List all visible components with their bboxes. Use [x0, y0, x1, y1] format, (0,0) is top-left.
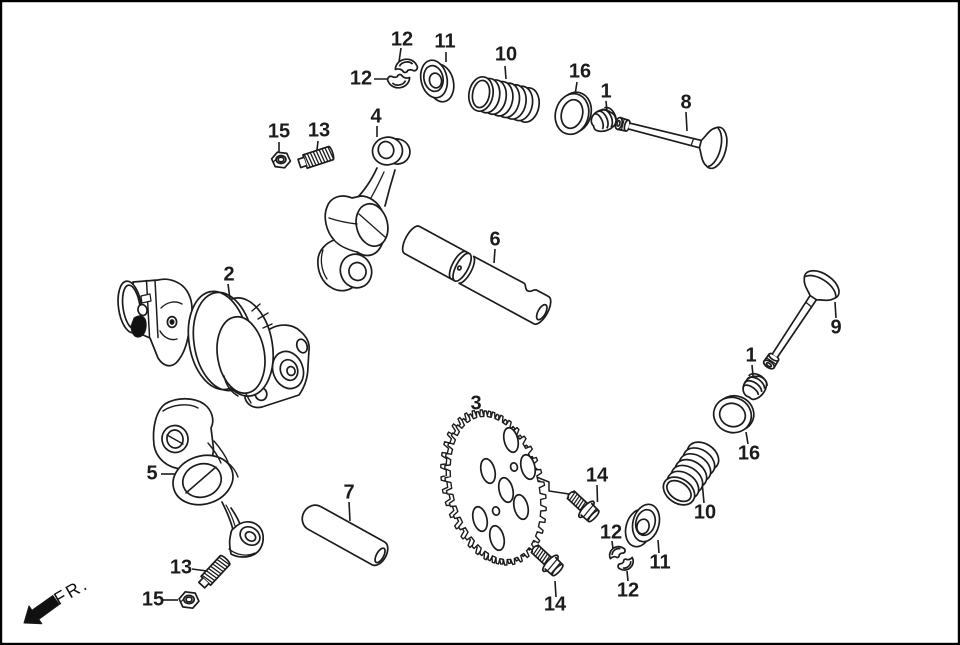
- svg-text:5: 5: [146, 462, 157, 484]
- svg-text:10: 10: [495, 43, 517, 65]
- svg-text:1: 1: [600, 80, 611, 102]
- svg-text:13: 13: [308, 119, 330, 141]
- svg-text:14: 14: [544, 593, 567, 615]
- svg-text:12: 12: [350, 67, 372, 89]
- svg-text:16: 16: [569, 60, 591, 82]
- svg-text:11: 11: [434, 30, 455, 52]
- svg-text:12: 12: [617, 579, 639, 601]
- svg-text:3: 3: [470, 392, 481, 414]
- svg-text:1: 1: [745, 344, 756, 366]
- svg-text:12: 12: [391, 28, 413, 50]
- svg-text:11: 11: [649, 551, 670, 573]
- svg-text:10: 10: [694, 501, 716, 523]
- svg-text:16: 16: [738, 442, 760, 464]
- svg-text:7: 7: [343, 481, 354, 503]
- svg-text:13: 13: [170, 556, 192, 578]
- svg-text:15: 15: [268, 120, 290, 142]
- svg-text:9: 9: [830, 316, 841, 338]
- svg-text:4: 4: [370, 105, 382, 127]
- svg-text:14: 14: [586, 464, 609, 486]
- svg-text:15: 15: [142, 588, 164, 610]
- svg-text:6: 6: [489, 228, 500, 250]
- svg-text:12: 12: [600, 521, 622, 543]
- svg-text:2: 2: [223, 263, 234, 285]
- svg-text:8: 8: [680, 91, 691, 113]
